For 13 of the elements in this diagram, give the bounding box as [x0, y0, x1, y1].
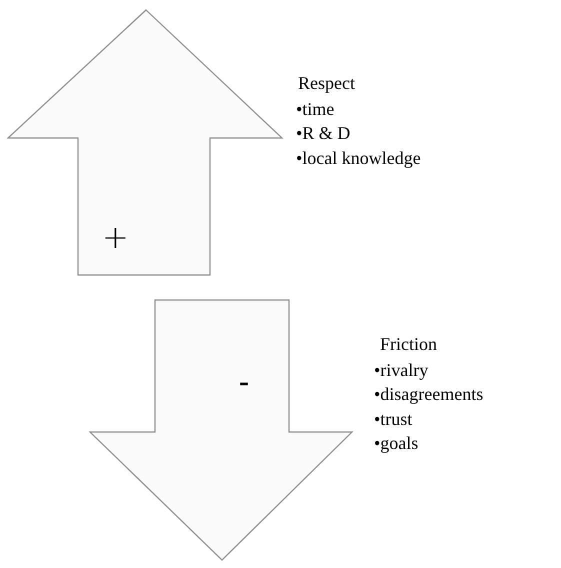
sign-mark: -	[239, 367, 249, 397]
heading-text: Friction	[380, 335, 437, 353]
heading-text: Respect	[298, 74, 355, 92]
up-arrow	[7, 9, 284, 277]
list-item: •rivalry	[374, 361, 428, 379]
list-item: •local knowledge	[296, 149, 421, 167]
sign-mark: +	[102, 221, 129, 253]
list-item: •goals	[374, 434, 418, 452]
list-item: •R & D	[296, 124, 350, 142]
list-item: •trust	[374, 410, 412, 428]
list-item: •time	[296, 100, 334, 118]
list-item: •disagreements	[374, 385, 484, 403]
down-arrow	[89, 299, 354, 562]
